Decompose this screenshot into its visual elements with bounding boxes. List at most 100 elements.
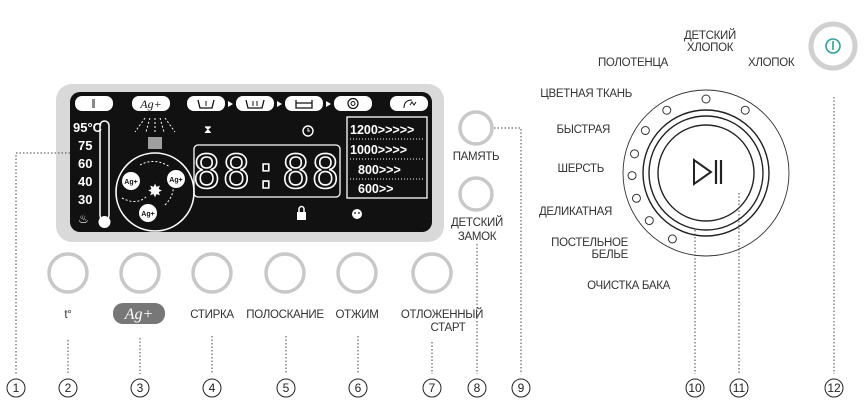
- program-indicator-led: [701, 94, 711, 104]
- svg-text:✸: ✸: [147, 181, 162, 201]
- program-indicator-led: [644, 216, 654, 226]
- program-dial[interactable]: [622, 89, 790, 257]
- spin-speed-800: 800>>>: [358, 163, 401, 177]
- svg-text:Ag+: Ag+: [124, 179, 137, 186]
- lock-icon: [297, 205, 306, 220]
- child-lock-button[interactable]: [458, 176, 494, 212]
- callout-number: 3: [137, 381, 144, 395]
- program-quick: БЫСТРАЯ: [557, 124, 610, 136]
- program-bedding-2: БЕЛЬЕ: [592, 249, 629, 261]
- play-pause-icon: [693, 158, 713, 186]
- callout-number: 8: [474, 381, 481, 395]
- cold-wash-icon: ♨: [78, 212, 89, 226]
- callout-number: 1: [13, 381, 20, 395]
- memory-label: ПАМЯТЬ: [453, 151, 500, 163]
- spin-speed-600: 600>>: [358, 182, 393, 196]
- rinse-button[interactable]: [264, 252, 306, 294]
- wash-label: СТИРКА: [190, 309, 234, 321]
- temperature-label: t°: [64, 309, 71, 321]
- program-indicator-led: [740, 105, 750, 115]
- program-colored: ЦВЕТНАЯ ТКАНЬ: [540, 88, 632, 100]
- svg-text:60: 60: [78, 156, 92, 171]
- hourglass-icon: ⧗: [204, 124, 212, 136]
- ag-plus-badge: [113, 303, 165, 324]
- spin-speed-1200: 1200>>>>>: [350, 123, 414, 137]
- svg-text:Ag+: Ag+: [141, 211, 154, 218]
- callout-marker: [6, 378, 26, 398]
- spin-speed-panel: [346, 116, 428, 199]
- callout-marker: [729, 378, 749, 398]
- program-indicator-led: [631, 193, 641, 203]
- callout-marker: [202, 378, 222, 398]
- svg-text:75: 75: [78, 138, 92, 153]
- callout-marker: [130, 378, 150, 398]
- callout-number: 12: [827, 381, 841, 395]
- callout-number: 6: [355, 381, 362, 395]
- delay-start-label: ОТЛОЖЕННЫЙ: [401, 308, 483, 321]
- power-icon: [825, 38, 841, 54]
- delay-start-button[interactable]: [411, 252, 453, 294]
- time-display: [193, 144, 341, 198]
- time-digits: 88:88: [193, 145, 341, 199]
- thermometer-icon: [98, 120, 111, 228]
- callout-number: 4: [209, 381, 216, 395]
- program-delicate: ДЕЛИКАТНАЯ: [539, 206, 612, 218]
- memory-button[interactable]: [458, 110, 494, 146]
- callout-marker: [467, 378, 487, 398]
- program-drum-clean: ОЧИСТКА БАКА: [587, 280, 670, 292]
- program-baby-cotton-2: ХЛОПОК: [687, 42, 734, 54]
- program-wool: ШЕРСТЬ: [558, 163, 604, 175]
- spin-label: ОТЖИМ: [335, 309, 378, 321]
- clock-icon: [302, 125, 314, 137]
- program-indicator-led: [630, 149, 640, 159]
- program-indicator-led: [662, 105, 672, 115]
- temperature-scale: 95°C 75 60 40 30 ♨: [73, 120, 103, 226]
- svg-text:95°C: 95°C: [73, 120, 103, 135]
- program-indicator-led: [640, 126, 650, 136]
- ag-drum-icon: Ag+ Ag+ Ag+ ✸: [115, 117, 195, 232]
- power-button[interactable]: [808, 21, 858, 71]
- callout-marker: [58, 378, 78, 398]
- rinse-label: ПОЛОСКАНИЕ: [246, 309, 324, 321]
- child-lock-label-2: ЗАМОК: [458, 231, 497, 243]
- program-towels: ПОЛОТЕНЦА: [598, 57, 669, 69]
- callout-marker: [422, 378, 442, 398]
- spin-speed-1000: 1000>>>>: [350, 143, 407, 157]
- wash-button[interactable]: [191, 252, 233, 294]
- memory-icon: [390, 96, 428, 111]
- callout-number: 10: [688, 381, 702, 395]
- callout-marker: [348, 378, 368, 398]
- wash-icon: [187, 96, 225, 111]
- callout-marker: [824, 378, 844, 398]
- callout-number: 5: [283, 381, 290, 395]
- spin-basin-icon: [285, 96, 323, 111]
- svg-text:Ag+: Ag+: [169, 177, 182, 184]
- ag-plus-icon: Ag+: [132, 96, 170, 111]
- callout-marker: [511, 378, 531, 398]
- program-indicator-leds: [627, 94, 750, 244]
- program-indicator-led: [667, 234, 677, 244]
- spin-icon: [334, 96, 372, 111]
- program-bedding: ПОСТЕЛЬНОЕ: [551, 237, 628, 249]
- child-lock-label: ДЕТСКИЙ: [451, 216, 503, 229]
- delay-start-label-2: СТАРТ: [431, 322, 466, 334]
- svg-text:40: 40: [78, 174, 92, 189]
- svg-text:Ag+: Ag+: [139, 97, 161, 111]
- callout-number: 11: [733, 381, 746, 395]
- child-face-icon: [352, 209, 362, 219]
- callout-number: 2: [65, 381, 72, 395]
- temperature-button[interactable]: [47, 252, 89, 294]
- callout-number: 7: [429, 381, 436, 395]
- leader-lines: [15, 97, 835, 374]
- start-pause-button[interactable]: [660, 127, 752, 219]
- spin-button[interactable]: [336, 252, 378, 294]
- rinse-icon: [236, 96, 274, 111]
- program-baby-cotton: ДЕТСКИЙ: [684, 29, 736, 42]
- ag-plus-button[interactable]: [119, 252, 161, 294]
- lcd-display: [70, 92, 432, 232]
- ag-plus-label: Ag+: [124, 306, 154, 323]
- callout-number: 9: [518, 381, 525, 395]
- svg-text:30: 30: [78, 192, 92, 207]
